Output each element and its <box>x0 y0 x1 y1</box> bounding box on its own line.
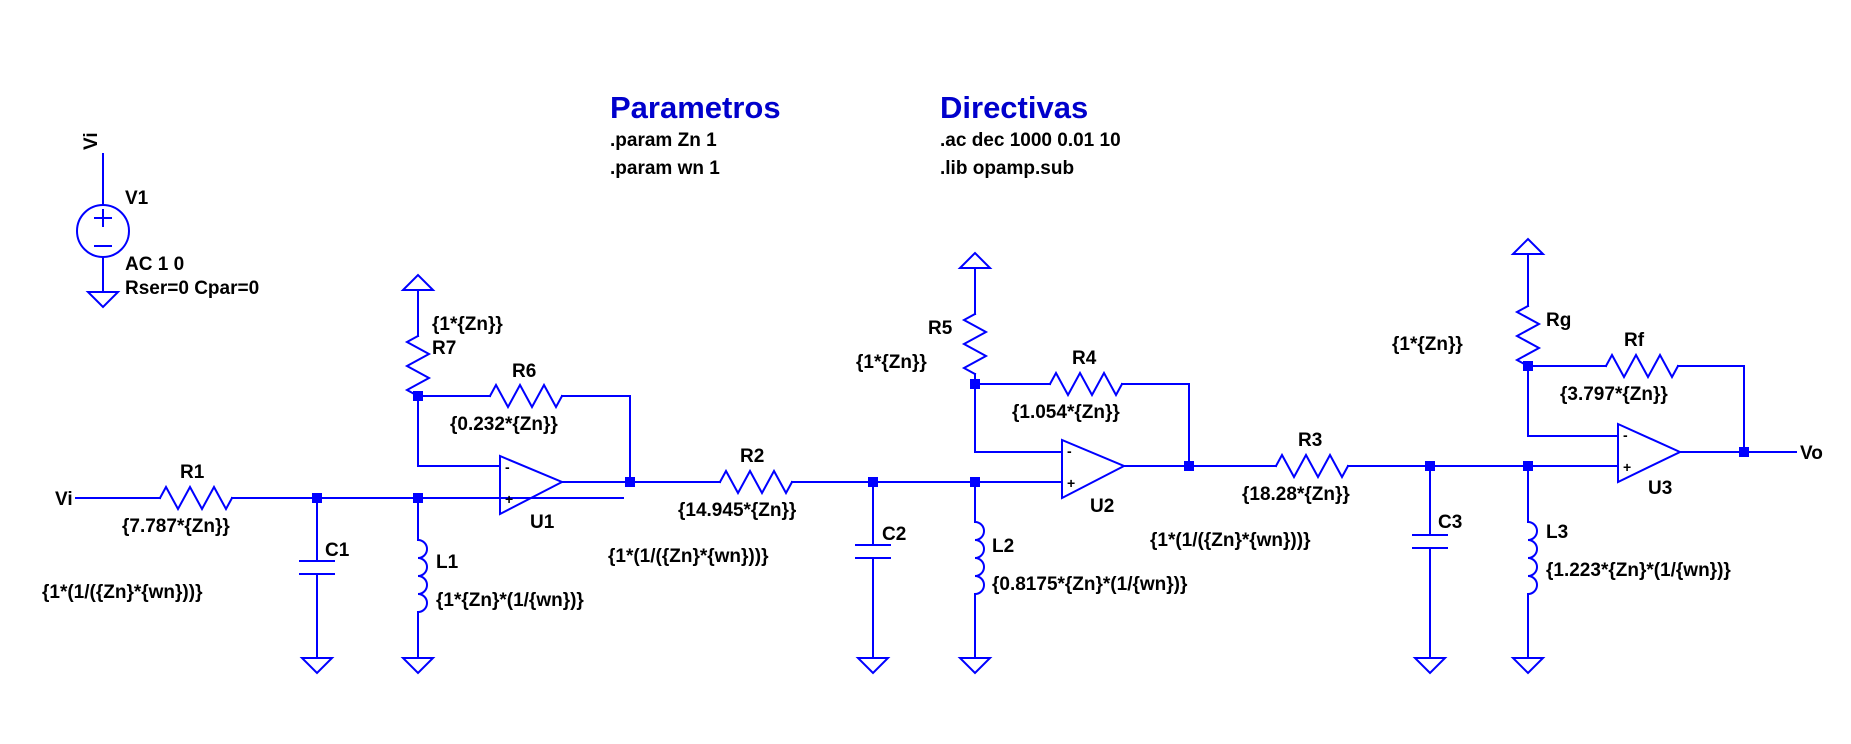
resistor-r3[interactable]: R3 {18.28*{Zn}} <box>1242 430 1350 505</box>
c2-value: {1*(1/({Zn}*{wn}))} <box>608 546 769 567</box>
net-label-vo-output: Vo <box>1800 443 1823 464</box>
c3-value: {1*(1/({Zn}*{wn}))} <box>1150 530 1311 551</box>
u1-plus-pin: + <box>505 491 513 507</box>
c1-value: {1*(1/({Zn}*{wn}))} <box>42 582 203 603</box>
inductor-l2[interactable]: L2 {0.8175*{Zn}*(1/{wn})} <box>957 481 1188 675</box>
resistor-r4[interactable]: R4 {1.054*{Zn}} <box>974 348 1190 467</box>
l3-name: L3 <box>1546 522 1568 543</box>
rf-value: {3.797*{Zn}} <box>1560 384 1668 405</box>
junction-dot <box>1184 461 1194 471</box>
junction-dot <box>970 379 980 389</box>
junction-dot <box>625 477 635 487</box>
opamp-u3[interactable]: - + U3 <box>1617 422 1683 499</box>
rg-name: Rg <box>1546 310 1571 331</box>
junction-dot <box>413 391 423 401</box>
r4-value: {1.054*{Zn}} <box>1012 402 1120 423</box>
junction-dot <box>1739 447 1749 457</box>
param-line-wn: .param wn 1 <box>610 158 720 179</box>
junction-dot <box>1523 461 1533 471</box>
u1-name: U1 <box>530 512 555 533</box>
r3-name: R3 <box>1298 430 1322 451</box>
c1-name: C1 <box>325 540 350 561</box>
c3-name: C3 <box>1438 512 1462 533</box>
resistor-r5[interactable]: R5 {1*{Zn}} <box>856 251 1063 453</box>
r7-value: {1*{Zn}} <box>432 314 503 335</box>
inductor-l1[interactable]: L1 {1*{Zn}*(1/{wn})} <box>400 497 584 675</box>
junction-dot <box>1425 461 1435 471</box>
param-line-zn: .param Zn 1 <box>610 130 717 151</box>
rg-value: {1*{Zn}} <box>1392 334 1463 355</box>
voltage-source-v1[interactable]: Vi V1 AC 1 0 Rser=0 Cpar=0 <box>76 132 259 309</box>
u1-minus-pin: - <box>505 459 510 475</box>
net-label-vi-input: Vi <box>55 489 73 510</box>
resistor-rg[interactable]: Rg {1*{Zn}} <box>1392 237 1619 437</box>
directive-ac: .ac dec 1000 0.01 10 <box>940 130 1121 151</box>
junction-dot <box>1523 361 1533 371</box>
r1-value: {7.787*{Zn}} <box>122 516 230 537</box>
inductor-l3[interactable]: L3 {1.223*{Zn}*(1/{wn})} <box>1510 465 1731 675</box>
r6-value: {0.232*{Zn}} <box>450 414 558 435</box>
r5-name: R5 <box>928 318 953 339</box>
opamp-u1[interactable]: - + U1 <box>499 454 565 533</box>
junction-dot <box>970 477 980 487</box>
capacitor-c1[interactable]: C1 {1*(1/({Zn}*{wn}))} <box>42 497 350 675</box>
u2-name: U2 <box>1090 496 1114 517</box>
l1-value: {1*{Zn}*(1/{wn})} <box>436 590 584 611</box>
v1-extra: Rser=0 Cpar=0 <box>125 278 259 299</box>
l3-value: {1.223*{Zn}*(1/{wn})} <box>1546 560 1731 581</box>
u2-plus-pin: + <box>1067 475 1075 491</box>
resistor-r1[interactable]: R1 {7.787*{Zn}} <box>122 462 234 537</box>
directivas-header: Directivas <box>940 90 1088 125</box>
l2-name: L2 <box>992 536 1014 557</box>
r2-value: {14.945*{Zn}} <box>678 500 797 521</box>
r4-name: R4 <box>1072 348 1097 369</box>
junction-dot <box>413 493 423 503</box>
r5-value: {1*{Zn}} <box>856 352 927 373</box>
v1-value: AC 1 0 <box>125 254 184 275</box>
resistor-rf[interactable]: Rf {3.797*{Zn}} <box>1527 330 1745 453</box>
u3-plus-pin: + <box>1623 459 1631 475</box>
c2-name: C2 <box>882 524 906 545</box>
l1-name: L1 <box>436 552 459 573</box>
net-label-vi-top: Vi <box>81 132 102 150</box>
r1-name: R1 <box>180 462 205 483</box>
resistor-r2[interactable]: R2 {14.945*{Zn}} <box>678 446 797 521</box>
v1-name: V1 <box>125 188 149 209</box>
l2-value: {0.8175*{Zn}*(1/{wn})} <box>992 574 1188 595</box>
r2-name: R2 <box>740 446 764 467</box>
u2-minus-pin: - <box>1067 443 1072 459</box>
r7-name: R7 <box>432 338 456 359</box>
u3-minus-pin: - <box>1623 427 1628 443</box>
directive-lib: .lib opamp.sub <box>940 158 1074 179</box>
resistor-r7[interactable]: {1*{Zn}} R7 <box>400 273 503 467</box>
rf-name: Rf <box>1624 330 1645 351</box>
junction-dot <box>312 493 322 503</box>
opamp-u2[interactable]: - + U2 <box>1061 438 1127 517</box>
resistor-r6[interactable]: R6 {0.232*{Zn}} <box>417 361 631 483</box>
junction-dot <box>868 477 878 487</box>
capacitor-c2[interactable]: C2 {1*(1/({Zn}*{wn}))} <box>608 481 906 675</box>
u3-name: U3 <box>1648 478 1672 499</box>
capacitor-c3[interactable]: C3 {1*(1/({Zn}*{wn}))} <box>1150 465 1462 675</box>
r3-value: {18.28*{Zn}} <box>1242 484 1350 505</box>
parametros-header: Parametros <box>610 90 781 125</box>
r6-name: R6 <box>512 361 536 382</box>
